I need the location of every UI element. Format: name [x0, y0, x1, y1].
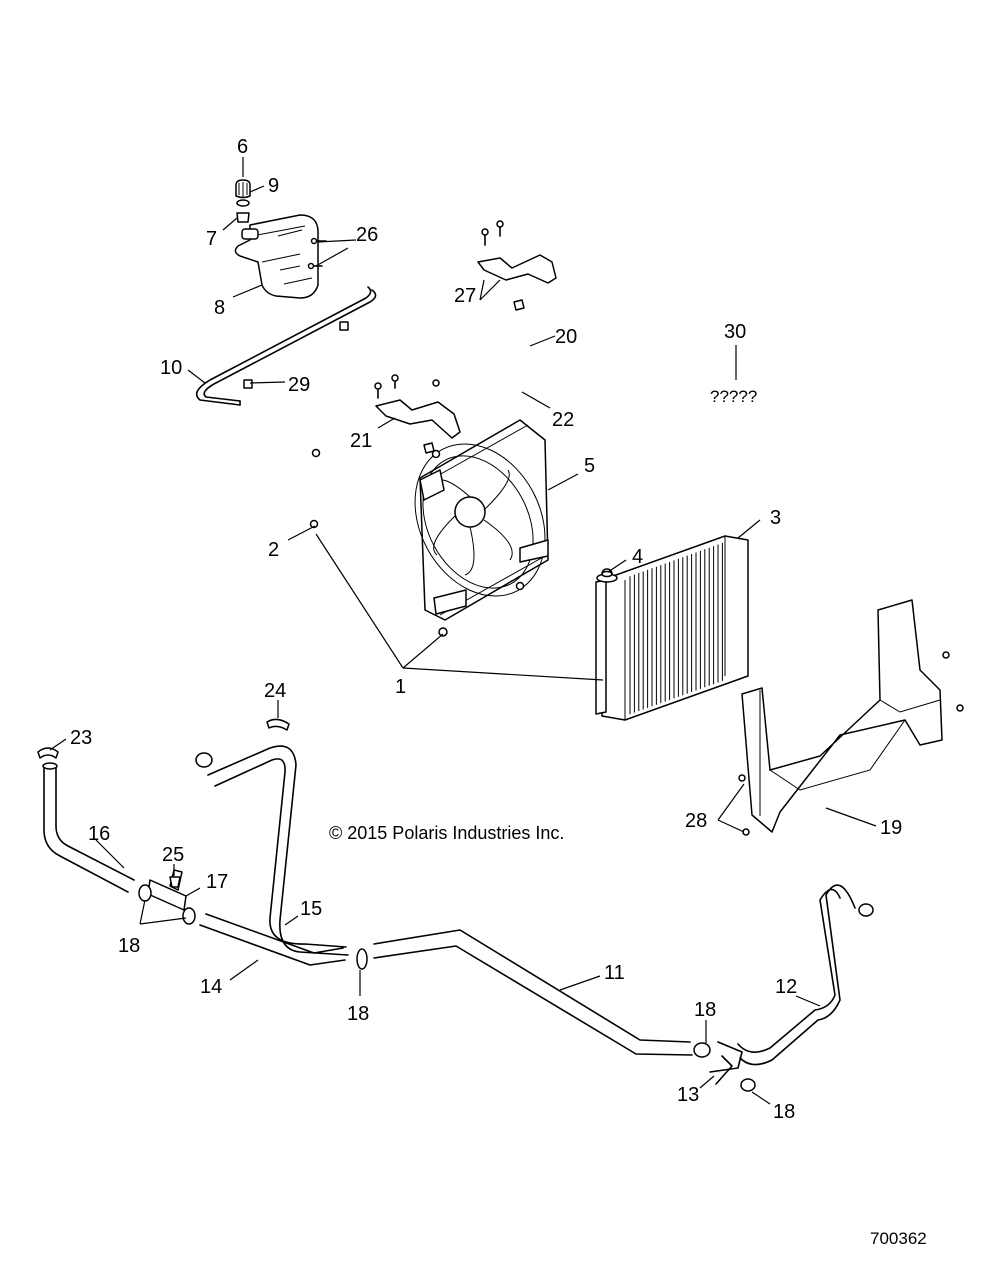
callout-18-c: 18 — [694, 999, 716, 1021]
fan-mount-fasteners[interactable] — [309, 448, 525, 637]
callout-22: 22 — [552, 409, 574, 431]
callout-7: 7 — [206, 228, 217, 250]
callout-23: 23 — [70, 727, 92, 749]
drawing-number: 700362 — [870, 1229, 927, 1248]
callout-25: 25 — [162, 844, 184, 866]
hose-13[interactable] — [709, 1041, 743, 1085]
bracket-nuts[interactable] — [423, 299, 525, 454]
callout-labels: 1 2 3 4 5 6 7 8 9 10 11 12 13 14 15 16 1… — [70, 136, 902, 1123]
hose-12[interactable] — [737, 884, 856, 1066]
radiator-cap[interactable] — [596, 570, 618, 583]
callout-18-b: 18 — [347, 1003, 369, 1025]
callout-30-note: ????? — [710, 387, 757, 406]
callout-27: 27 — [454, 285, 476, 307]
callout-9: 9 — [268, 175, 279, 197]
clamp-23[interactable] — [37, 747, 59, 759]
callout-26: 26 — [356, 224, 378, 246]
support-bolts[interactable] — [738, 651, 964, 836]
callout-14: 14 — [200, 976, 222, 998]
reservoir-cap[interactable] — [235, 179, 251, 199]
radiator-support-bracket[interactable] — [741, 599, 943, 833]
callout-28: 28 — [685, 810, 707, 832]
callout-13: 13 — [677, 1084, 699, 1106]
callout-29: 29 — [288, 374, 310, 396]
bracket-bolts[interactable] — [374, 220, 504, 399]
callout-21: 21 — [350, 430, 372, 452]
hose-clamps[interactable] — [138, 752, 874, 1092]
callout-4: 4 — [632, 546, 643, 568]
reservoir-screws[interactable] — [307, 237, 327, 270]
hose-15[interactable] — [207, 745, 349, 956]
bleed-screw[interactable] — [169, 876, 181, 888]
fan-bracket-upper[interactable] — [477, 254, 557, 284]
callout-16: 16 — [88, 823, 110, 845]
callout-12: 12 — [775, 976, 797, 998]
overflow-hose[interactable] — [195, 286, 377, 406]
callout-5: 5 — [584, 455, 595, 477]
callout-24: 24 — [264, 680, 286, 702]
callout-18-a: 18 — [118, 935, 140, 957]
reservoir-neck-seal[interactable] — [236, 212, 250, 223]
hose-14[interactable] — [199, 913, 346, 966]
callout-11: 11 — [604, 962, 625, 984]
clamp-24[interactable] — [266, 718, 290, 731]
radiator[interactable] — [595, 535, 749, 721]
callout-3: 3 — [770, 507, 781, 529]
callout-10: 10 — [160, 357, 182, 379]
copyright-notice: © 2015 Polaris Industries Inc. — [329, 823, 564, 843]
hose-clip[interactable] — [243, 321, 349, 389]
callout-17: 17 — [206, 871, 228, 893]
hose-11[interactable] — [373, 929, 693, 1056]
callout-15: 15 — [300, 898, 322, 920]
reservoir-o-ring[interactable] — [236, 199, 250, 207]
fan-assembly[interactable] — [389, 419, 570, 621]
hose-16[interactable] — [42, 762, 135, 893]
callout-19: 19 — [880, 817, 902, 839]
callout-1: 1 — [395, 676, 406, 698]
fan-bracket-lower[interactable] — [375, 399, 461, 439]
coolant-reservoir[interactable] — [234, 214, 319, 299]
callout-20: 20 — [555, 326, 577, 348]
callout-6: 6 — [237, 136, 248, 158]
callout-2: 2 — [268, 539, 279, 561]
callout-8: 8 — [214, 297, 225, 319]
leader-lines — [49, 157, 877, 1105]
callout-18-d: 18 — [773, 1101, 795, 1123]
callout-30: 30 — [724, 321, 746, 343]
tee-fitting[interactable] — [147, 869, 187, 911]
